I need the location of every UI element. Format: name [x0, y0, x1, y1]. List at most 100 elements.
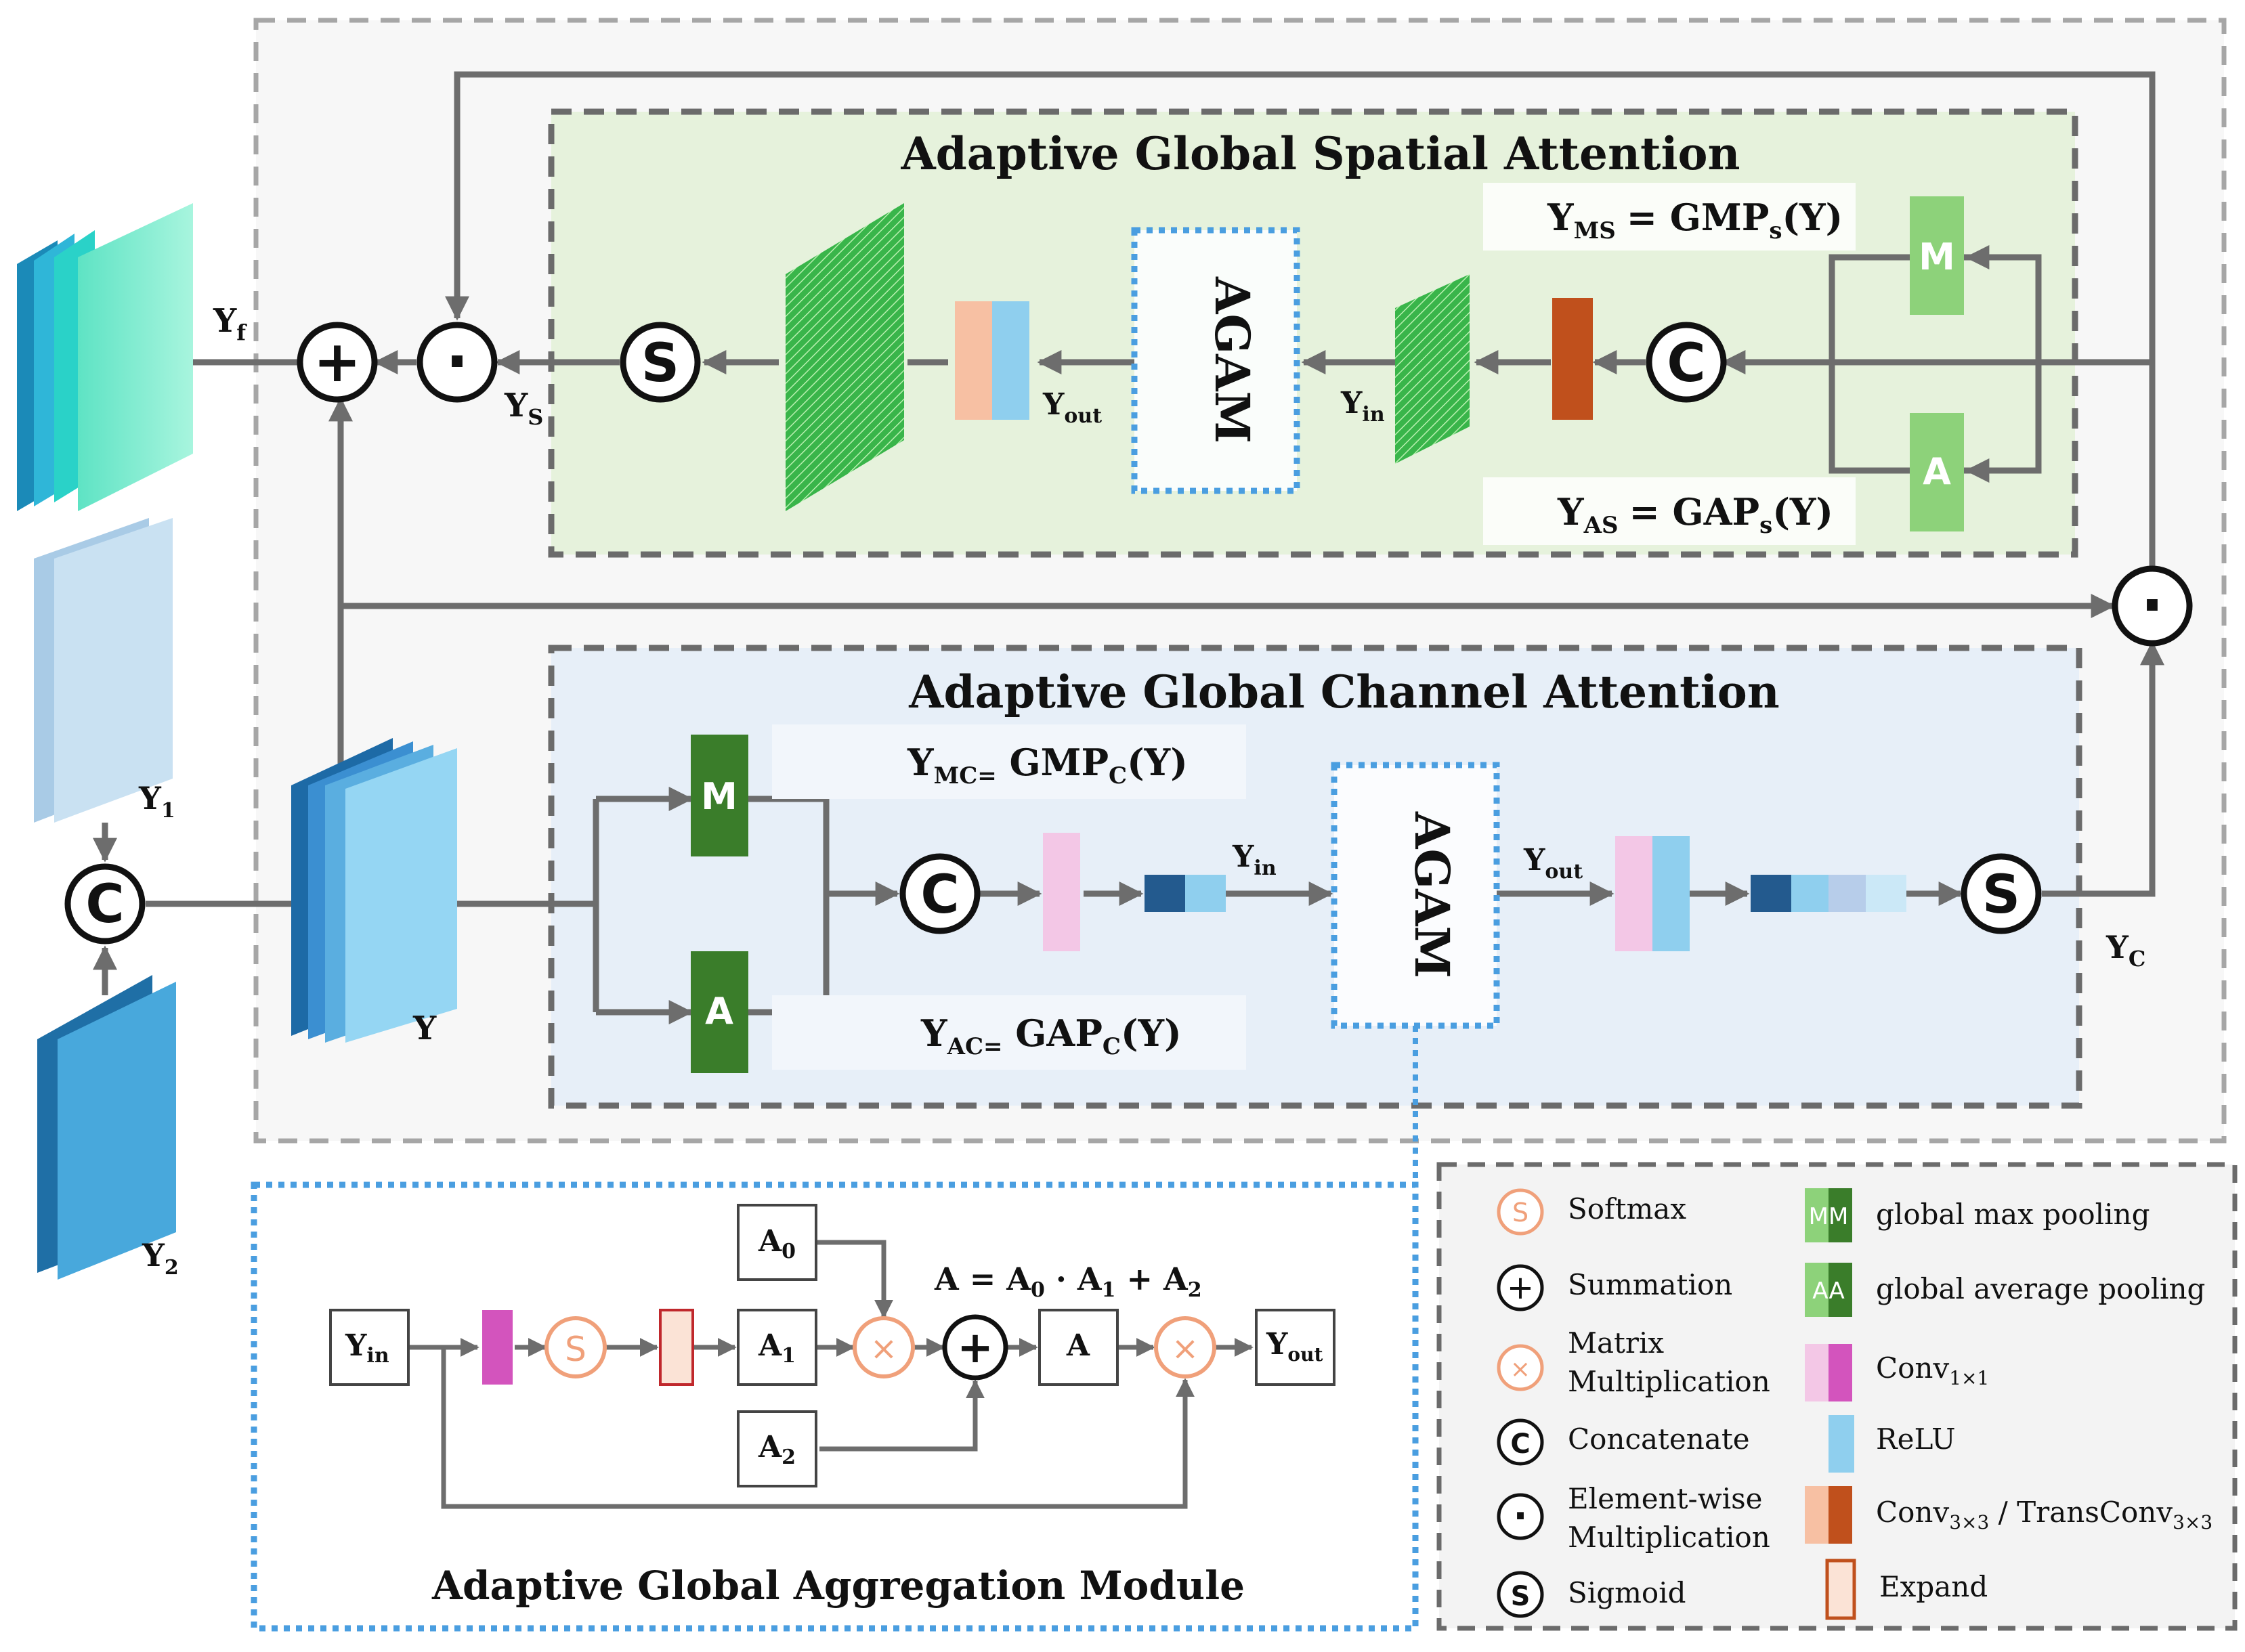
- mod-a2-to-plus: [819, 1379, 985, 1452]
- svg-text:+: +: [314, 328, 361, 395]
- mc-eq-bg: [772, 724, 1246, 799]
- channel-concat-icon: C: [899, 853, 981, 934]
- legend-relu: ReLU: [1829, 1415, 1955, 1473]
- ms-eq-bg: [1483, 183, 1856, 251]
- channel-sky-seg: [1185, 875, 1226, 912]
- mod-a2-box: A2: [737, 1410, 817, 1487]
- agam-module-title: Adaptive Global Aggregation Module: [431, 1563, 1245, 1609]
- channel-a-block: A: [691, 951, 748, 1073]
- channel-navy-seg: [1145, 875, 1185, 912]
- left-concat-icon: C: [64, 863, 146, 944]
- as-equation: YAS= GAPs(Y): [1557, 490, 1833, 539]
- agam-module-box: [251, 1181, 1419, 1632]
- legend-sigmoid: S Sigmoid: [1497, 1571, 1686, 1618]
- svg-text:AGAM: AGAM: [1204, 276, 1260, 443]
- legend-softmax: S Softmax: [1497, 1188, 1686, 1236]
- channel-out-pink: [1615, 836, 1652, 951]
- svg-text:Summation: Summation: [1568, 1268, 1732, 1301]
- summation-icon: +: [297, 322, 378, 403]
- svg-text:Yin: Yin: [345, 1328, 389, 1368]
- mod-a0-to-x: [816, 1240, 893, 1319]
- svg-text:×: ×: [1172, 1330, 1199, 1368]
- svg-text:×: ×: [1510, 1355, 1531, 1383]
- legend-conv1: Conv1×1: [1805, 1344, 1989, 1401]
- yf-label: Yf: [213, 302, 247, 345]
- svg-text:A2: A2: [758, 1430, 796, 1469]
- svg-text:Matrix: Matrix: [1568, 1326, 1664, 1360]
- spatial-title: Adaptive Global Spatial Attention: [900, 127, 1740, 180]
- y-label: Y: [412, 1009, 437, 1047]
- channel-pink-conv: [1043, 833, 1080, 951]
- channel-seg-2: [1791, 875, 1829, 912]
- svg-text:ReLU: ReLU: [1876, 1422, 1955, 1456]
- svg-text:·: ·: [446, 326, 469, 397]
- svg-text:MM: MM: [1809, 1203, 1849, 1230]
- channel-m-block: M: [691, 735, 748, 856]
- mod-a1-box: A1: [737, 1309, 817, 1386]
- svg-text:Yout: Yout: [1266, 1327, 1323, 1366]
- svg-text:C: C: [1667, 333, 1705, 394]
- y2-stack: [37, 975, 176, 1280]
- elementwise-dot-icon: ·: [416, 322, 498, 403]
- svg-text:M: M: [701, 775, 737, 818]
- y1-label: Y1: [138, 780, 175, 823]
- mod-equation: A = A0 · A1 + A2: [934, 1261, 1202, 1302]
- svg-text:global average pooling: global average pooling: [1876, 1272, 2205, 1305]
- svg-text:Sigmoid: Sigmoid: [1568, 1576, 1686, 1609]
- spatial-input-map: [1395, 274, 1470, 464]
- svg-text:C: C: [920, 865, 959, 926]
- channel-seg-3: [1829, 875, 1866, 912]
- channel-out-up: [2042, 640, 2164, 897]
- as-eq-bg: [1483, 477, 1856, 545]
- mod-sum-icon: +: [942, 1314, 1008, 1381]
- mod-matmul-icon-2: ×: [1154, 1316, 1216, 1378]
- mod-a0-box: A0: [737, 1204, 817, 1281]
- y-stack: [291, 738, 457, 1043]
- svg-text:Conv1×1: Conv1×1: [1876, 1351, 1989, 1389]
- svg-text:A0: A0: [758, 1224, 796, 1263]
- spatial-conv-orange: [1552, 298, 1593, 420]
- legend-elementwise: · Element-wise Multiplication: [1497, 1482, 1770, 1554]
- svg-text:×: ×: [870, 1330, 897, 1368]
- legend-summation: + Summation: [1497, 1264, 1732, 1311]
- svg-text:Conv3×3 / TransConv3×3: Conv3×3 / TransConv3×3: [1876, 1496, 2212, 1534]
- svg-text:Concatenate: Concatenate: [1568, 1422, 1750, 1456]
- svg-text:AGAM: AGAM: [1404, 811, 1460, 978]
- channel-yout-label: Yout: [1523, 843, 1583, 884]
- svg-text:AA: AA: [1812, 1278, 1844, 1305]
- svg-text:Multiplication: Multiplication: [1568, 1365, 1770, 1398]
- svg-text:·: ·: [2141, 570, 2164, 641]
- yc-label: YC: [2105, 929, 2145, 972]
- spatial-concat-icon: C: [1646, 322, 1727, 403]
- spatial-a-block: A: [1910, 413, 1964, 531]
- mod-yin-box: Yin: [329, 1309, 410, 1386]
- spatial-relu-blue: [992, 301, 1029, 420]
- y1-stack: [34, 518, 173, 823]
- mod-expand-box: [659, 1309, 694, 1386]
- svg-text:A: A: [1066, 1328, 1090, 1363]
- yf-stack: [17, 203, 193, 511]
- right-dot-icon: ·: [2112, 565, 2193, 647]
- spatial-yin-label: Yin: [1340, 386, 1385, 427]
- spatial-m-block: M: [1910, 196, 1964, 315]
- ys-label: YS: [504, 387, 543, 430]
- legend-matmul: × Matrix Multiplication: [1497, 1326, 1770, 1398]
- mod-yout-box: Yout: [1255, 1309, 1335, 1386]
- legend-gap: AA global average pooling: [1805, 1263, 2205, 1317]
- svg-text:S: S: [565, 1330, 586, 1369]
- mc-equation: YMC= GMPC(Y): [907, 741, 1188, 789]
- svg-text:+: +: [957, 1323, 993, 1373]
- channel-sigmoid-icon: S: [1961, 853, 2042, 934]
- spatial-conv-peach: [955, 301, 992, 420]
- legend-conv3: Conv3×3 / TransConv3×3: [1805, 1486, 2212, 1544]
- mod-matmul-icon-1: ×: [853, 1316, 915, 1378]
- legend-concatenate: C Concatenate: [1497, 1418, 1750, 1466]
- channel-seg-1: [1751, 875, 1791, 912]
- svg-text:Element-wise: Element-wise: [1568, 1482, 1763, 1515]
- legend-gmp: MM global max pooling: [1805, 1188, 2150, 1242]
- spatial-output-map: [786, 203, 904, 511]
- legend-expand: Expand: [1825, 1559, 1988, 1620]
- svg-text:A: A: [705, 990, 733, 1032]
- svg-text:C: C: [85, 874, 124, 935]
